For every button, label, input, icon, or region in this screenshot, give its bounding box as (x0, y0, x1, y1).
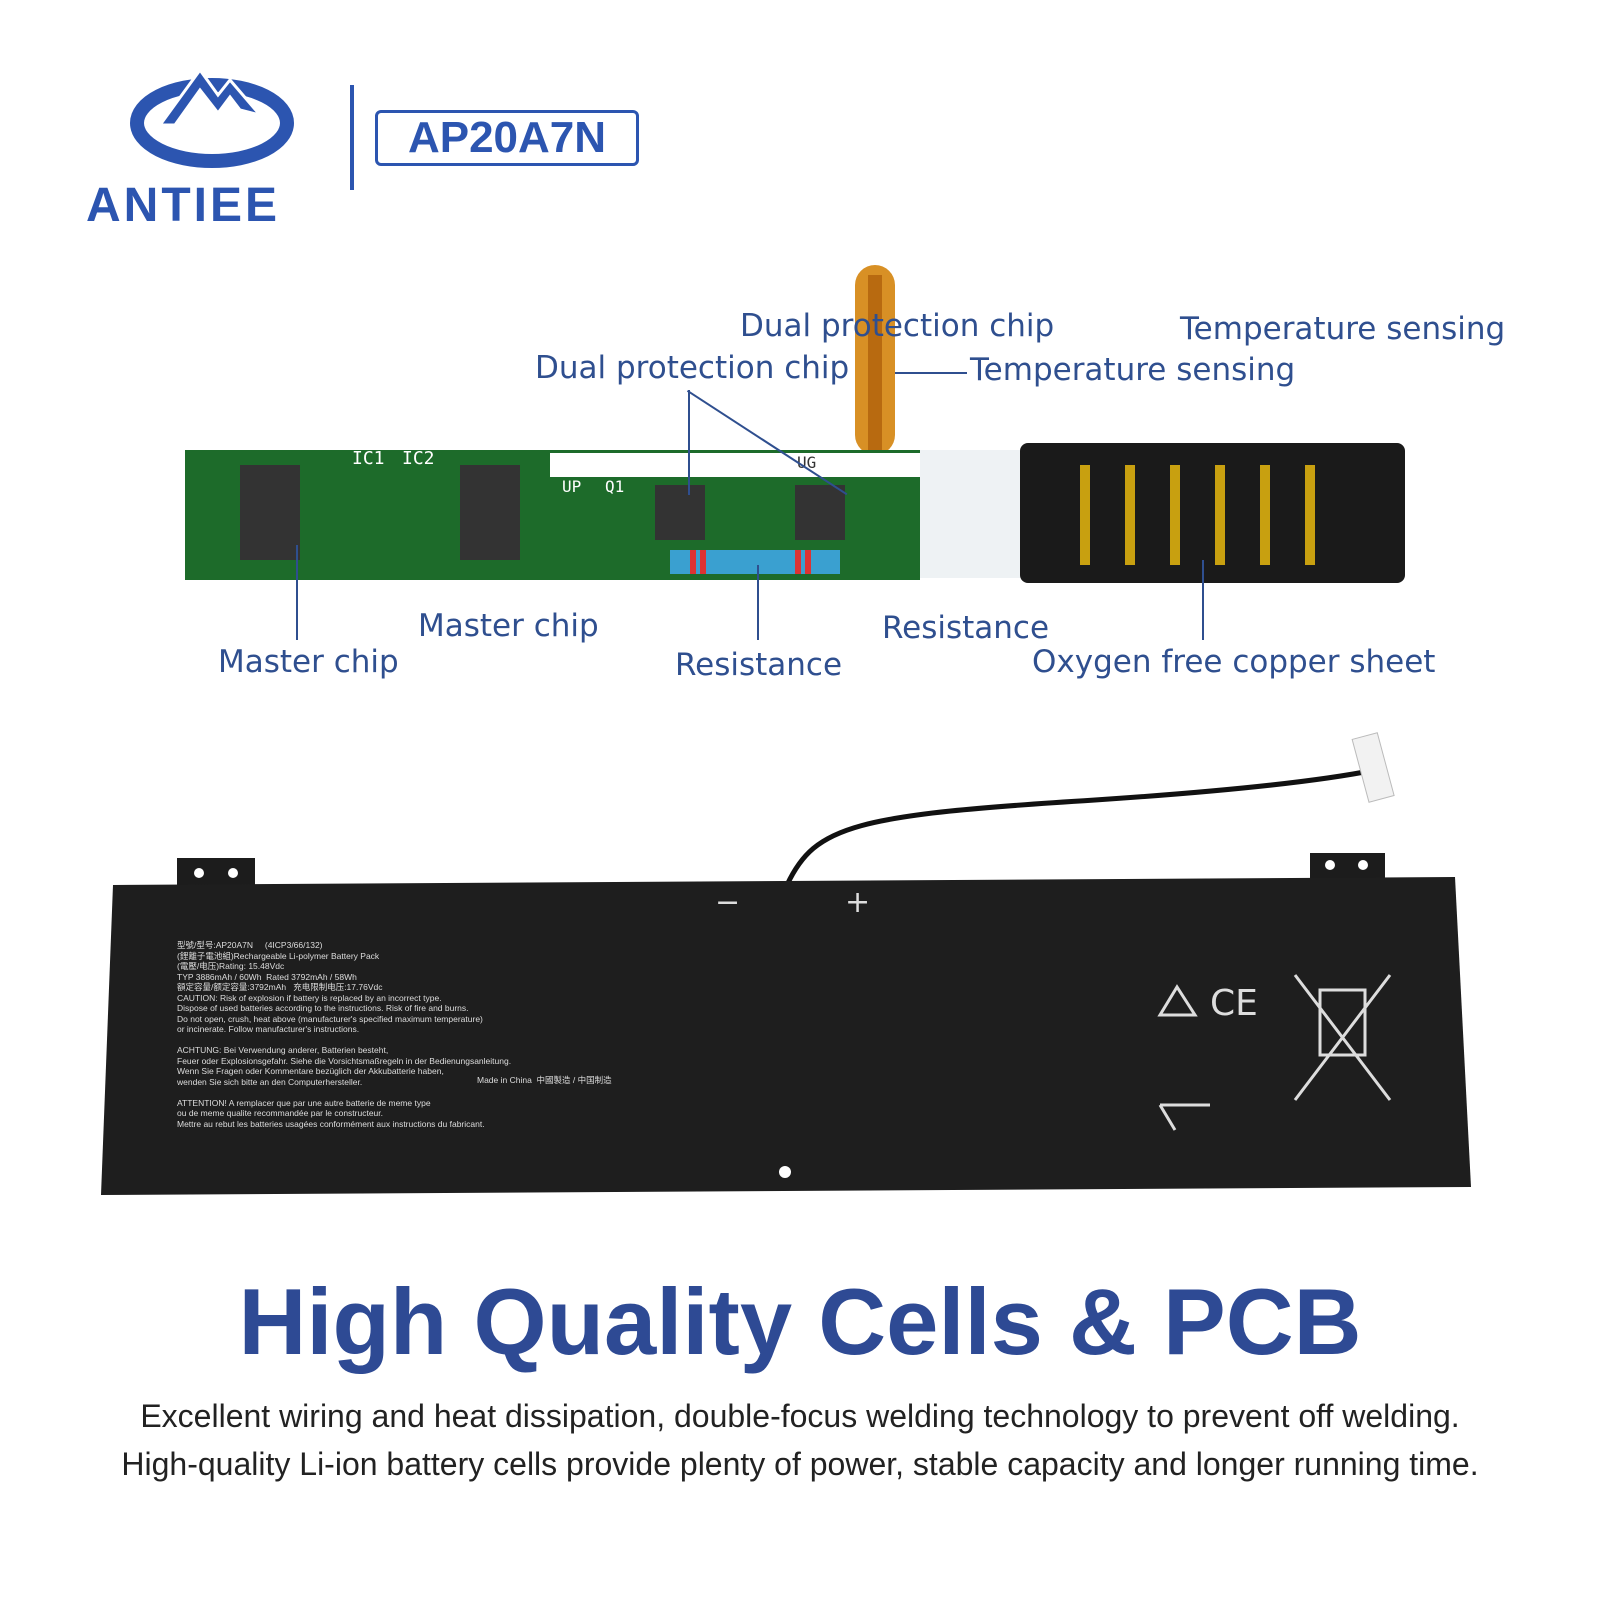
battery-made-in: Made in China 中國製造 / 中国制造 (477, 1075, 612, 1085)
battery-symbols (1157, 974, 1392, 1131)
description-line-1: Excellent wiring and heat dissipation, d… (140, 1398, 1460, 1434)
label-temperature-sensing: Temperature sensing (1180, 311, 1506, 347)
callout-line (1202, 560, 1204, 640)
pcb-image: IC1 IC2 UP Q1 UG (180, 265, 1410, 590)
battery-plus: + (845, 885, 871, 920)
pcb-mark: IC1 (352, 448, 385, 469)
pcb-mark: Q1 (605, 477, 625, 496)
battery-label-text: 型號/型号:AP20A7N (4ICP3/66/132) (鋰離子電池組)Rec… (177, 940, 512, 1129)
brand-name: ANTIEE (86, 179, 281, 232)
label-dual-protection-chip: Dual protection chip (740, 308, 1055, 344)
label-master-chip: Master chip (218, 644, 399, 680)
headline: High Quality Cells & PCB (238, 1269, 1362, 1374)
pcb-mark: UG (797, 453, 817, 472)
label-master-chip: Master chip (418, 608, 599, 644)
callout-line (757, 565, 759, 640)
label-temperature-sensing: Temperature sensing (970, 352, 1296, 388)
battery-minus: − (715, 885, 741, 920)
brand-logo (130, 55, 300, 170)
pcb-mark: UP (562, 477, 582, 496)
divider (350, 85, 354, 190)
label-dual-protection-chip: Dual protection chip (535, 350, 850, 386)
label-copper-sheet: Oxygen free copper sheet (1032, 644, 1436, 680)
callout-line (688, 390, 690, 495)
description-line-2: High-quality Li-ion battery cells provid… (121, 1446, 1479, 1482)
callout-line (296, 545, 298, 640)
mountain-logo-icon (130, 67, 294, 168)
pcb-mark: IC2 (402, 448, 435, 469)
battery-image: CE − + 型號/型号:AP20A7N (4ICP3/66/132) (鋰離子… (95, 725, 1480, 1210)
callout-line (895, 372, 967, 374)
model-badge: AP20A7N (375, 110, 639, 166)
label-resistance: Resistance (882, 610, 1050, 646)
label-resistance: Resistance (675, 647, 843, 683)
ce-mark: CE (1210, 983, 1258, 1024)
